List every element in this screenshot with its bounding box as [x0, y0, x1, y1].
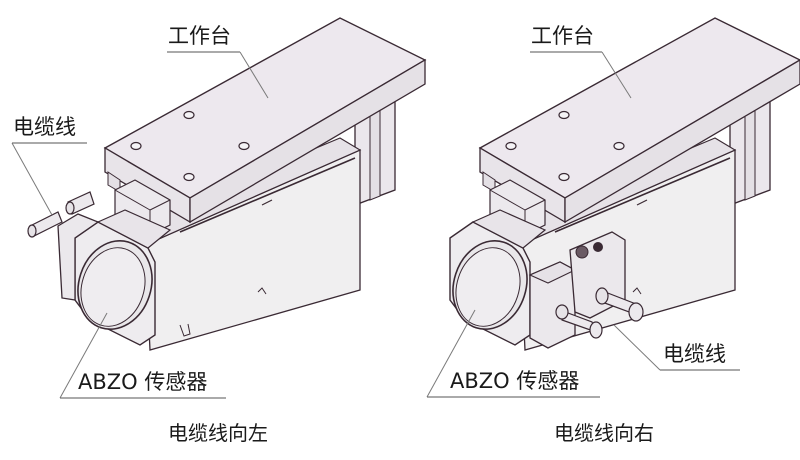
cable-connector-left [57, 213, 100, 301]
label-abzo-sensor-left: ABZO 传感器 [78, 370, 208, 394]
label-cable-left: 电缆线 [13, 115, 76, 139]
right-actuator-drawing [441, 17, 800, 351]
caption-cable-right: 电缆线向右 [554, 421, 654, 445]
label-cable-right: 电缆线 [663, 342, 726, 366]
cable-connector-right [528, 231, 626, 349]
label-abzo-sensor-right: ABZO 传感器 [450, 369, 580, 393]
left-actuator-drawing [27, 17, 426, 351]
label-worktable-right: 工作台 [531, 24, 594, 48]
label-worktable-left: 工作台 [168, 24, 231, 48]
leader-lines [11, 51, 740, 399]
cable-stubs-right [555, 287, 644, 339]
cable-stubs-left [27, 191, 95, 238]
caption-cable-left: 电缆线向左 [168, 421, 268, 445]
